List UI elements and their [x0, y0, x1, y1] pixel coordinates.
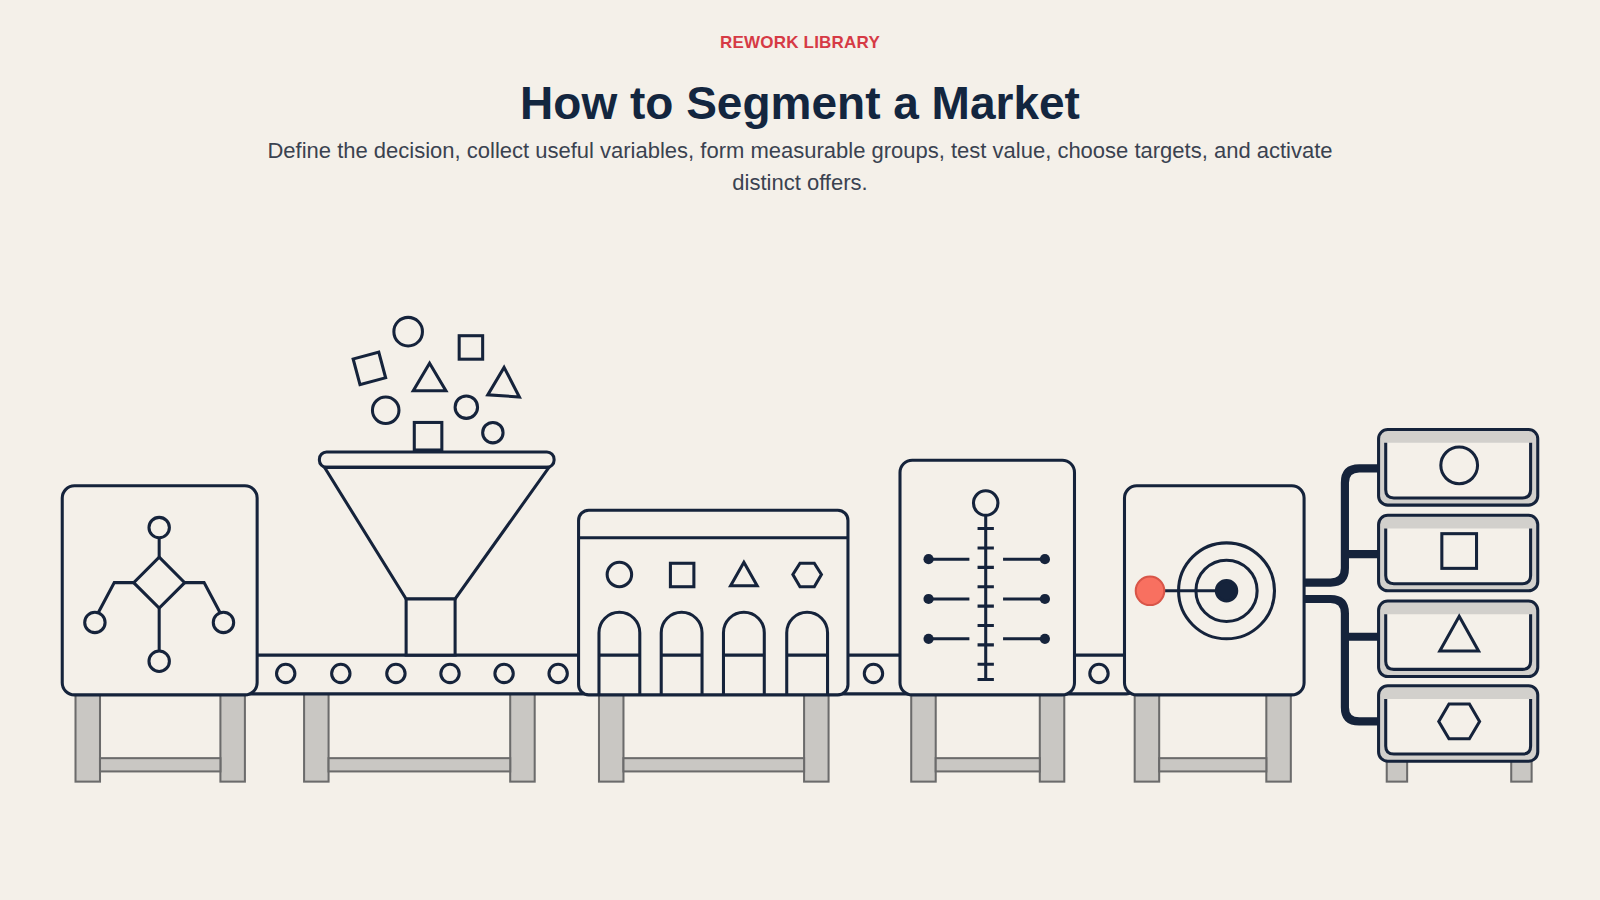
variable-funnel — [319, 317, 554, 655]
distribution-pipes — [1304, 468, 1380, 721]
page-title: How to Segment a Market — [0, 75, 1600, 131]
target-station — [1124, 486, 1304, 695]
header: REWORK LIBRARY How to Segment a MarketDef… — [0, 0, 1600, 199]
offer-bins — [1379, 430, 1538, 762]
decision-station — [62, 486, 257, 695]
eyebrow-label: REWORK LIBRARY — [0, 33, 1600, 53]
grouping-station — [579, 510, 848, 695]
testing-station — [900, 460, 1074, 695]
table-legs — [76, 694, 1532, 782]
page-caption: Define the decision, collect useful vari… — [235, 135, 1365, 199]
